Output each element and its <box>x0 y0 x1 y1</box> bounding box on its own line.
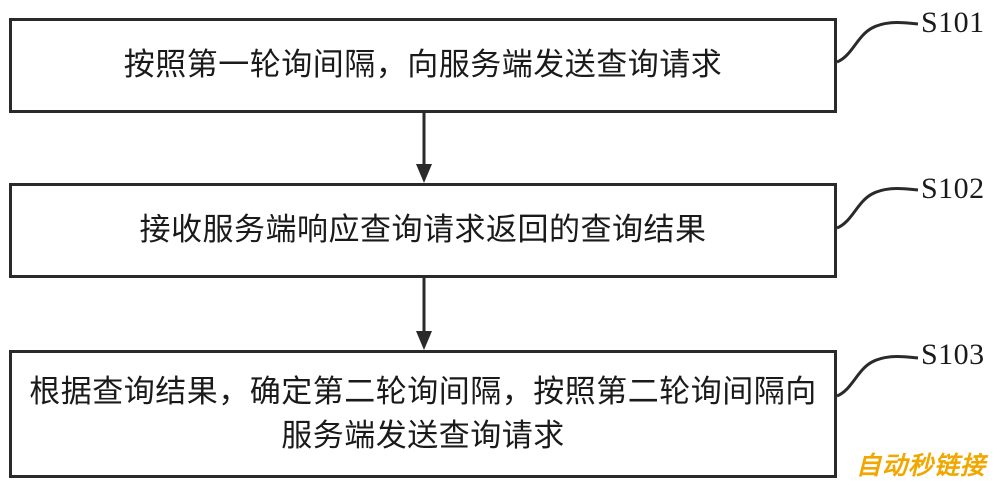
leader-s103 <box>836 355 919 398</box>
arrow-head-s101-s102 <box>416 164 432 183</box>
step-box-s101: 按照第一轮询间隔，向服务端发送查询请求 <box>9 18 837 113</box>
step-box-s102: 接收服务端响应查询请求返回的查询结果 <box>9 183 837 278</box>
leader-s102 <box>836 187 919 230</box>
leader-s101 <box>836 21 919 64</box>
step-box-s103: 根据查询结果，确定第二轮询间隔，按照第二轮询间隔向服务端发送查询请求 <box>9 350 837 478</box>
step-label-s102: S102 <box>921 172 985 205</box>
step-text-s103: 根据查询结果，确定第二轮询间隔，按照第二轮询间隔向服务端发送查询请求 <box>29 373 817 454</box>
step-text-s102: 接收服务端响应查询请求返回的查询结果 <box>139 212 707 249</box>
arrow-head-s102-s103 <box>416 331 432 350</box>
watermark-text: 自动秒链接 <box>855 451 986 480</box>
step-label-s101: S101 <box>921 6 985 39</box>
step-label-s103: S103 <box>921 338 985 371</box>
step-text-s101: 按照第一轮询间隔，向服务端发送查询请求 <box>123 47 723 84</box>
